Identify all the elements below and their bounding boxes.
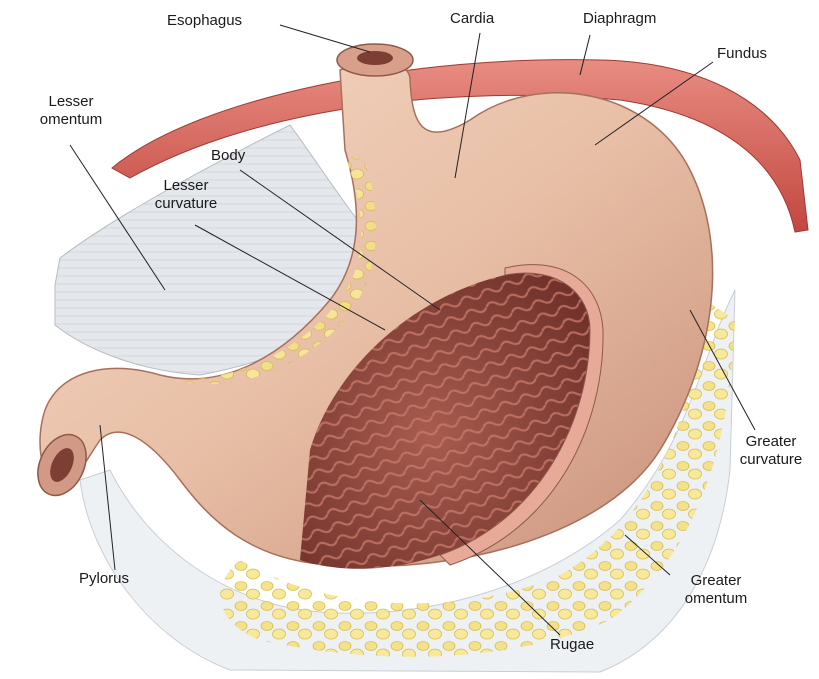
label-pylorus: Pylorus bbox=[79, 570, 129, 588]
label-lesser-curvature: Lesser curvature bbox=[140, 177, 232, 213]
label-cardia: Cardia bbox=[450, 10, 494, 28]
label-lesser-omentum: Lesser omentum bbox=[30, 93, 112, 129]
label-esophagus: Esophagus bbox=[167, 12, 242, 30]
label-greater-curvature: Greater curvature bbox=[728, 433, 814, 469]
leader-esophagus bbox=[280, 25, 370, 52]
label-fundus: Fundus bbox=[717, 45, 767, 63]
label-rugae: Rugae bbox=[550, 636, 594, 654]
label-diaphragm: Diaphragm bbox=[583, 10, 656, 28]
label-greater-omentum: Greater omentum bbox=[675, 572, 757, 608]
label-body: Body bbox=[211, 147, 245, 165]
